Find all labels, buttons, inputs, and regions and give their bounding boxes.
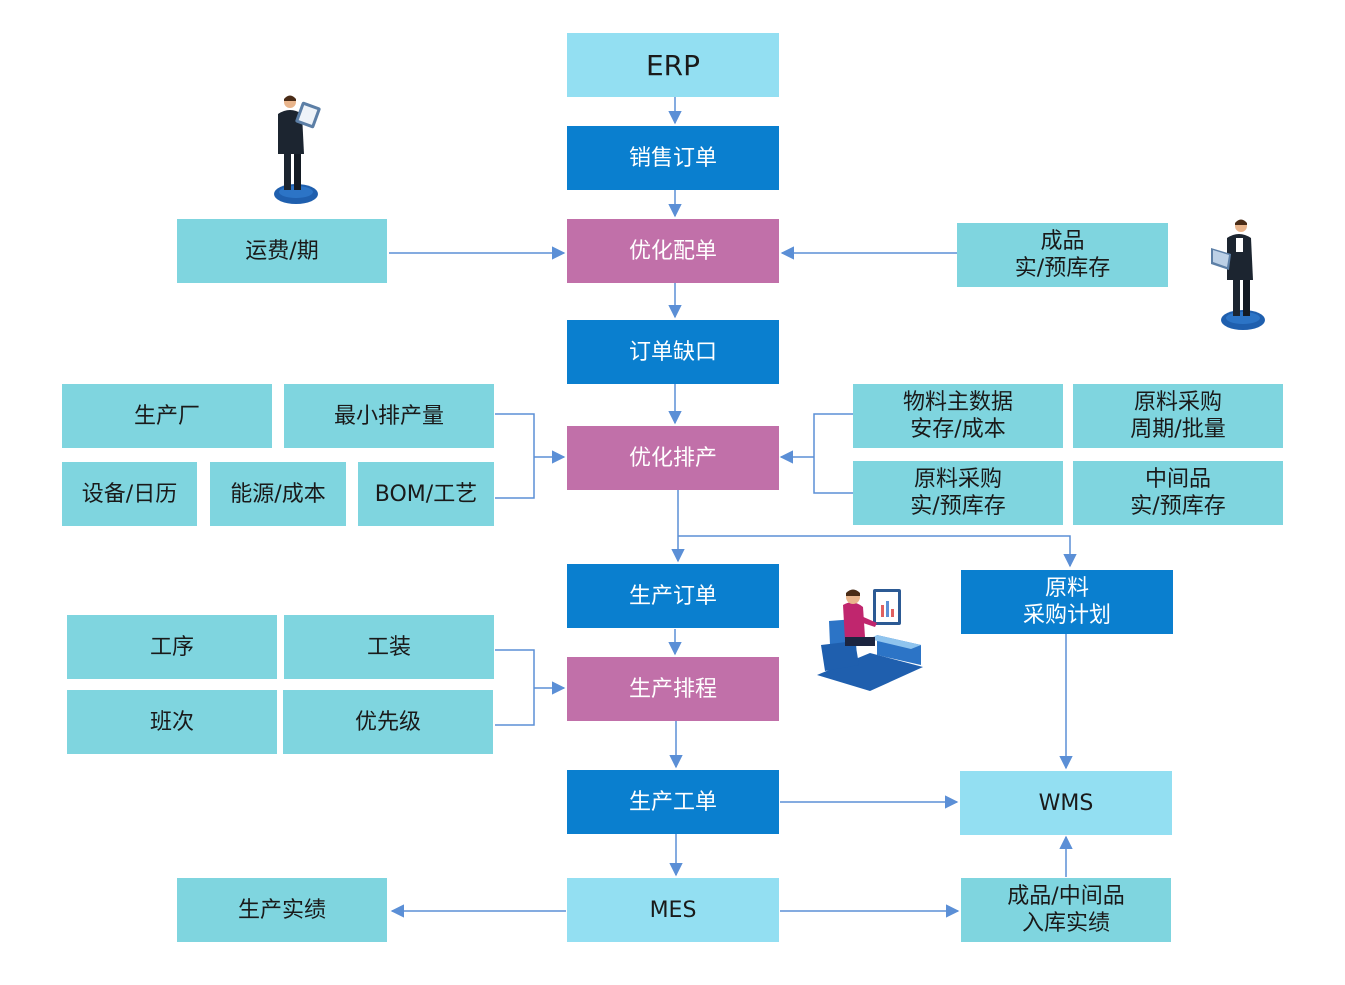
material-master-line-1: 物料主数据: [902, 390, 1013, 415]
finished-stock-line-2: 实/预库存: [1014, 256, 1111, 281]
shift-box: 班次: [67, 690, 277, 754]
material-master-line-2: 安存/成本: [910, 417, 1006, 442]
warehouse-actual-box: 成品/中间品入库实绩: [961, 878, 1171, 942]
purchase-plan-box: 原料采购计划: [961, 570, 1173, 634]
person-at-desk-icon: [817, 589, 923, 691]
purchase-plan-line-1: 原料: [1044, 576, 1089, 601]
equipment-box: 设备/日历: [62, 462, 197, 526]
person-with-laptop-icon: [1211, 219, 1265, 330]
plant-box: 生产厂: [62, 384, 272, 448]
freight-box: 运费/期: [177, 219, 387, 283]
optimize-order-box: 优化配单: [567, 219, 779, 283]
person-with-tablet-icon: [274, 95, 321, 204]
raw-stock-line-2: 实/预库存: [910, 494, 1006, 519]
purchase-cycle-box: 原料采购周期/批量: [1073, 384, 1283, 448]
arrow-branch-purchase: [678, 535, 1077, 568]
erp-box: ERP: [567, 33, 779, 97]
production-order-box: 生产订单: [567, 564, 779, 628]
warehouse-actual-line-1: 成品/中间品: [1007, 884, 1125, 909]
raw-stock-box: 原料采购实/预库存: [853, 461, 1063, 525]
purchase-plan-line-2: 采购计划: [1022, 603, 1111, 628]
intermediate-stock-box: 中间品实/预库存: [1073, 461, 1283, 525]
warehouse-actual-line-2: 入库实绩: [1021, 911, 1110, 936]
bom-box: BOM/工艺: [358, 462, 494, 526]
tooling-box: 工装: [284, 615, 494, 679]
work-order-box: 生产工单: [567, 770, 779, 834]
mes-box: MES: [567, 878, 779, 942]
energy-box: 能源/成本: [210, 462, 346, 526]
intermediate-stock-line-1: 中间品: [1144, 467, 1211, 492]
finished-stock-box: 成品实/预库存: [957, 223, 1168, 287]
process-box: 工序: [67, 615, 277, 679]
production-scheduling-box: 生产排程: [567, 657, 779, 721]
material-master-box: 物料主数据安存/成本: [853, 384, 1063, 448]
production-actual-box: 生产实绩: [177, 878, 387, 942]
purchase-cycle-line-1: 原料采购: [1133, 390, 1222, 415]
min-batch-box: 最小排产量: [284, 384, 494, 448]
order-gap-box: 订单缺口: [567, 320, 779, 384]
priority-box: 优先级: [283, 690, 493, 754]
purchase-cycle-line-2: 周期/批量: [1130, 417, 1226, 442]
raw-stock-line-1: 原料采购: [913, 467, 1002, 492]
intermediate-stock-line-2: 实/预库存: [1130, 494, 1226, 519]
wms-box: WMS: [960, 771, 1172, 835]
sales-order-box: 销售订单: [567, 126, 779, 190]
bracket-left-scheduling: [495, 649, 535, 726]
bracket-left-schedule: [495, 413, 535, 499]
bracket-right-schedule: [813, 413, 853, 494]
optimize-schedule-box: 优化排产: [567, 426, 779, 490]
finished-stock-line-1: 成品: [1040, 229, 1085, 254]
